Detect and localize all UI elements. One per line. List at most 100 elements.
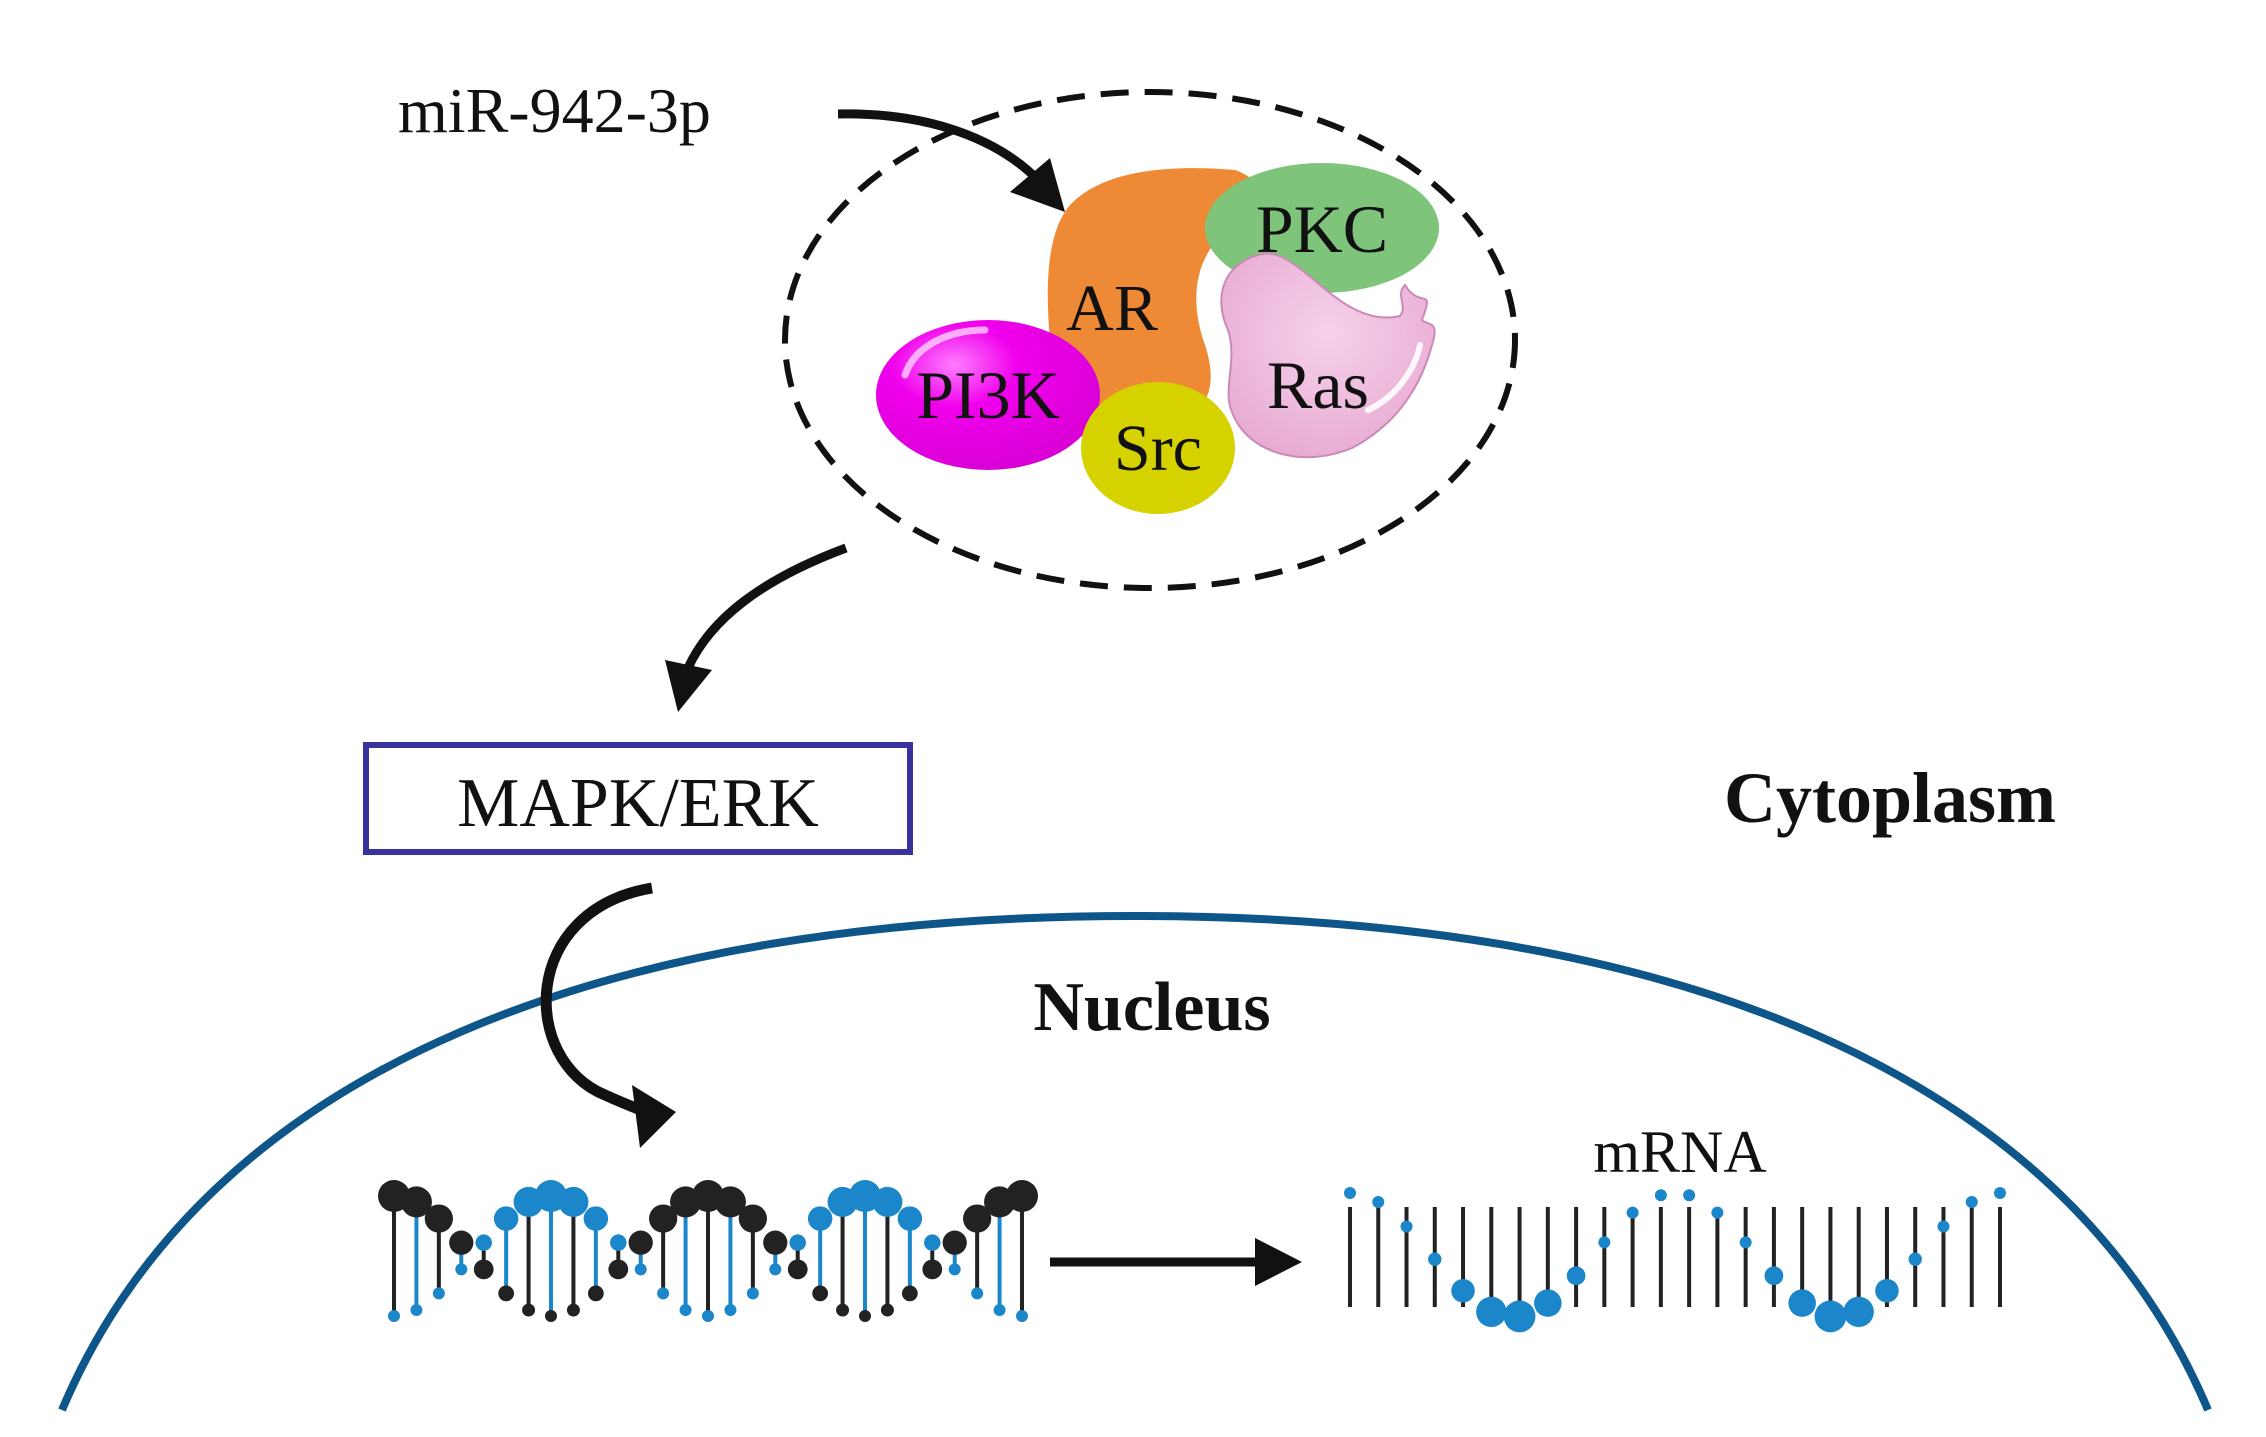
- complex-to-mapk-arrow: [683, 543, 848, 670]
- dna-backbone-node: [558, 1186, 589, 1217]
- mrna-backbone-node: [1908, 1252, 1922, 1266]
- dna-backbone-node: [702, 1310, 714, 1322]
- mrna-backbone-node: [1788, 1289, 1816, 1317]
- dna-backbone-node: [763, 1230, 788, 1255]
- dna-backbone-node: [608, 1259, 629, 1280]
- mapk-erk-label: MAPK/ERK: [457, 765, 819, 842]
- dna-backbone-node: [812, 1285, 829, 1302]
- cytoplasm-label: Cytoplasm: [1724, 758, 2056, 838]
- dna-backbone-node: [1006, 1180, 1038, 1212]
- src-protein: [1081, 382, 1235, 514]
- mrna-backbone-node: [1994, 1187, 2006, 1199]
- dna-backbone-node: [872, 1186, 903, 1217]
- pi3k-label: PI3K: [916, 357, 1060, 433]
- dna-backbone-node: [679, 1304, 692, 1317]
- dna-backbone-node: [971, 1287, 984, 1300]
- dna-backbone-node: [922, 1259, 943, 1280]
- mapk-to-nucleus-arrow: [540, 882, 657, 1121]
- dna-backbone-node: [787, 1259, 808, 1280]
- mapk-erk-box: [363, 742, 913, 855]
- mrna-backbone-node: [1372, 1196, 1385, 1209]
- dna-backbone-node: [400, 1186, 432, 1218]
- dna-backbone-node: [449, 1230, 474, 1255]
- dna-backbone-node: [473, 1259, 494, 1280]
- dna-backbone-node: [628, 1230, 653, 1255]
- mrna-backbone-node: [1937, 1220, 1950, 1233]
- dna-backbone-node: [587, 1285, 604, 1302]
- dna-backbone-node: [724, 1304, 737, 1317]
- mrna-backbone-node: [1566, 1266, 1586, 1286]
- mrna-backbone-node: [1711, 1206, 1724, 1219]
- mirna-arrowhead: [1010, 158, 1065, 212]
- dna-backbone-node: [963, 1204, 992, 1233]
- dna-backbone-node: [388, 1310, 400, 1322]
- mrna-backbone-node: [1344, 1187, 1356, 1199]
- ras-label: Ras: [1267, 347, 1369, 423]
- mrna-backbone-node: [1476, 1296, 1507, 1328]
- dna-backbone-node: [1016, 1310, 1028, 1322]
- mrna-backbone-node: [1764, 1266, 1784, 1286]
- mrna-backbone-node: [1843, 1296, 1874, 1328]
- dna-backbone-node: [649, 1204, 678, 1233]
- dna-backbone-node: [738, 1204, 767, 1233]
- dna-backbone-node: [455, 1263, 468, 1276]
- mrna-label: mRNA: [1593, 1119, 1766, 1185]
- nucleus-label: Nucleus: [1033, 969, 1270, 1046]
- dna-backbone-node: [424, 1204, 453, 1233]
- mrna-backbone-node: [1654, 1189, 1667, 1202]
- dna-backbone-node: [746, 1287, 759, 1300]
- mrna-backbone-node: [1428, 1252, 1442, 1266]
- dna-backbone-node: [769, 1263, 782, 1276]
- mrna-strand: [1344, 1187, 2006, 1333]
- dna-backbone-node: [859, 1310, 871, 1322]
- mrna-backbone-node: [1965, 1196, 1978, 1209]
- dna-backbone-node: [924, 1234, 941, 1251]
- dna-backbone-node: [493, 1206, 519, 1231]
- dna-backbone-node: [545, 1310, 557, 1322]
- mrna-backbone-node: [1626, 1206, 1639, 1219]
- mrna-backbone-node: [1400, 1220, 1413, 1233]
- dna-backbone-node: [410, 1304, 423, 1317]
- dna-double-helix: [378, 1180, 1038, 1322]
- pi3k-protein: [876, 320, 1100, 470]
- dna-backbone-node: [475, 1234, 492, 1251]
- dna-backbone-node: [993, 1304, 1006, 1317]
- mirna-label: miR-942-3p: [398, 75, 711, 146]
- mrna-backbone-node: [1739, 1236, 1752, 1249]
- mirna-arrow: [837, 109, 1044, 186]
- mrna-backbone-node: [1598, 1236, 1611, 1249]
- dna-backbone-node: [657, 1287, 670, 1300]
- dna-backbone-node: [942, 1230, 967, 1255]
- dna-backbone-node: [789, 1234, 806, 1251]
- dna-backbone-node: [634, 1263, 647, 1276]
- transcription-arrowhead: [1255, 1238, 1302, 1286]
- mrna-backbone-node: [1814, 1300, 1847, 1333]
- src-label: Src: [1114, 412, 1202, 485]
- dna-backbone-node: [714, 1186, 746, 1218]
- mrna-backbone-node: [1534, 1289, 1562, 1317]
- receptor-complex-boundary: [782, 89, 1518, 591]
- pi3k-highlight: [901, 326, 989, 379]
- dna-backbone-node: [610, 1234, 627, 1251]
- dna-backbone-node: [498, 1285, 515, 1302]
- pkc-label: PKC: [1256, 191, 1388, 267]
- dna-backbone-node: [880, 1303, 894, 1317]
- mrna-backbone-node: [1451, 1278, 1475, 1303]
- ar-label: AR: [1066, 272, 1158, 345]
- dna-backbone-node: [901, 1285, 918, 1302]
- mrna-backbone-node: [1683, 1189, 1696, 1202]
- mrna-backbone-node: [1875, 1278, 1899, 1303]
- dna-backbone-node: [836, 1303, 850, 1317]
- ras-protein: [1220, 252, 1436, 459]
- dna-backbone-node: [432, 1287, 445, 1300]
- mapk-to-nucleus-arrowhead: [632, 1085, 676, 1148]
- dna-backbone-node: [583, 1206, 609, 1231]
- dna-backbone-node: [522, 1303, 536, 1317]
- dna-backbone-node: [566, 1303, 580, 1317]
- ras-highlight: [1365, 342, 1423, 413]
- dna-backbone-node: [948, 1263, 961, 1276]
- mrna-backbone-node: [1503, 1300, 1536, 1333]
- dna-backbone-node: [897, 1206, 923, 1231]
- complex-to-mapk-arrowhead: [665, 660, 712, 712]
